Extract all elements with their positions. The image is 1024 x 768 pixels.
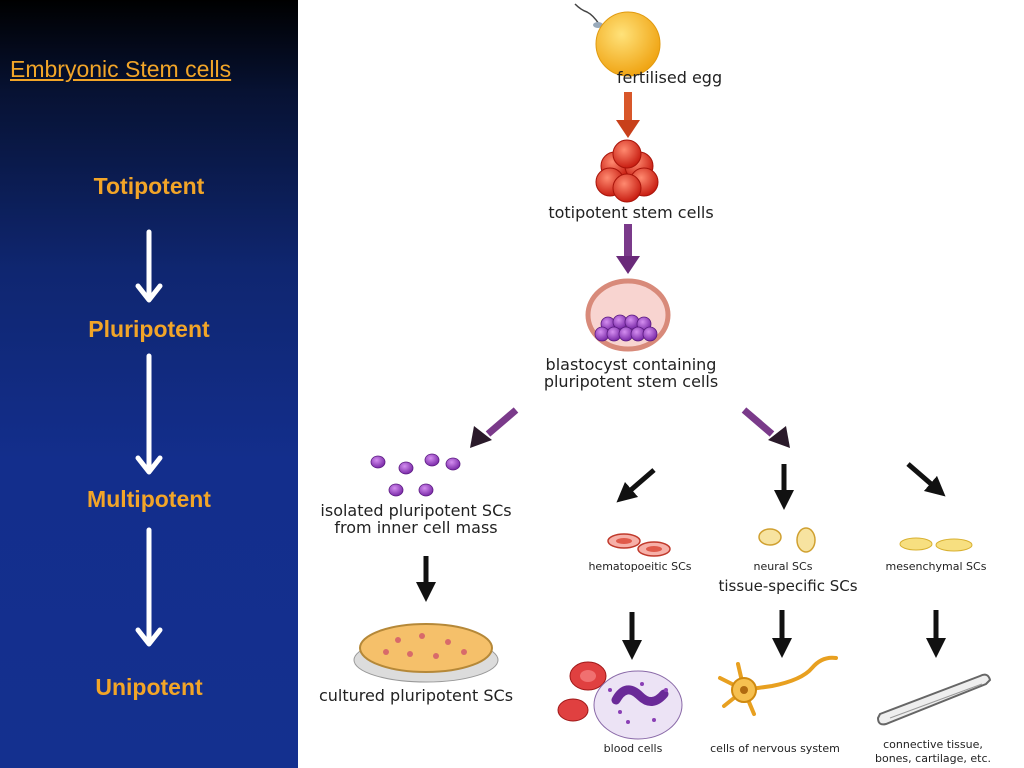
left-arrows: [135, 229, 163, 647]
label-hematopoietic: hematopoeitic SCs: [588, 560, 692, 573]
diagram-area: fertilised egg totipotent stem cells bla…: [298, 0, 1024, 768]
blood-cells-icon: [557, 661, 683, 740]
label-nervous-cells: cells of nervous system: [710, 742, 840, 755]
level-pluripotent: Pluripotent: [88, 316, 210, 342]
label-connective: connective tissue, bones, cartilage, etc…: [862, 738, 1004, 766]
level-multipotent: Multipotent: [87, 486, 211, 512]
diagram-graphics: [353, 3, 992, 740]
label-neural: neural SCs: [753, 560, 813, 573]
black-arrows: [416, 462, 946, 660]
petri-dish-icon: [353, 623, 499, 683]
label-isolated-line2: from inner cell mass: [334, 518, 498, 537]
totipotent-cells-icon: [595, 139, 659, 203]
left-panel: Embryonic Stem cells Totipotent Pluripot…: [0, 0, 298, 768]
arrow-totipotent-to-blastocyst: [616, 224, 640, 274]
label-mesenchymal: mesenchymal SCs: [885, 560, 987, 573]
fertilised-egg-icon: [574, 3, 661, 77]
arrow-egg-to-totipotent: [616, 92, 640, 138]
label-connective-line2: bones, cartilage, etc.: [874, 752, 992, 765]
label-blood-cells: blood cells: [603, 742, 663, 755]
label-isolated: isolated pluripotent SCs from inner cell…: [298, 502, 534, 536]
label-blastocyst-line1: blastocyst containing: [545, 355, 717, 374]
label-blastocyst-line2: pluripotent stem cells: [543, 372, 719, 391]
panel-title: Embryonic Stem cells: [10, 56, 232, 82]
label-cultured: cultured pluripotent SCs: [318, 686, 514, 705]
mesenchymal-cells-icon: [899, 537, 973, 552]
neuron-icon: [718, 655, 838, 716]
label-connective-line1: connective tissue,: [883, 738, 983, 751]
bone-icon: [876, 673, 992, 726]
blastocyst-icon: [585, 278, 671, 352]
level-totipotent: Totipotent: [93, 173, 205, 199]
arrow-to-isolated: [485, 407, 519, 437]
label-totipotent-cells: totipotent stem cells: [548, 203, 714, 222]
label-fertilised-egg: fertilised egg: [616, 68, 723, 87]
arrow-to-tissue: [741, 407, 775, 437]
hematopoietic-cells-icon: [607, 533, 671, 557]
neural-cells-icon: [758, 527, 816, 553]
label-isolated-line1: isolated pluripotent SCs: [320, 501, 512, 520]
label-blastocyst: blastocyst containing pluripotent stem c…: [516, 356, 746, 390]
level-unipotent: Unipotent: [95, 674, 203, 700]
isolated-cells-icon: [370, 453, 461, 497]
label-tissue-specific: tissue-specific SCs: [718, 577, 858, 595]
